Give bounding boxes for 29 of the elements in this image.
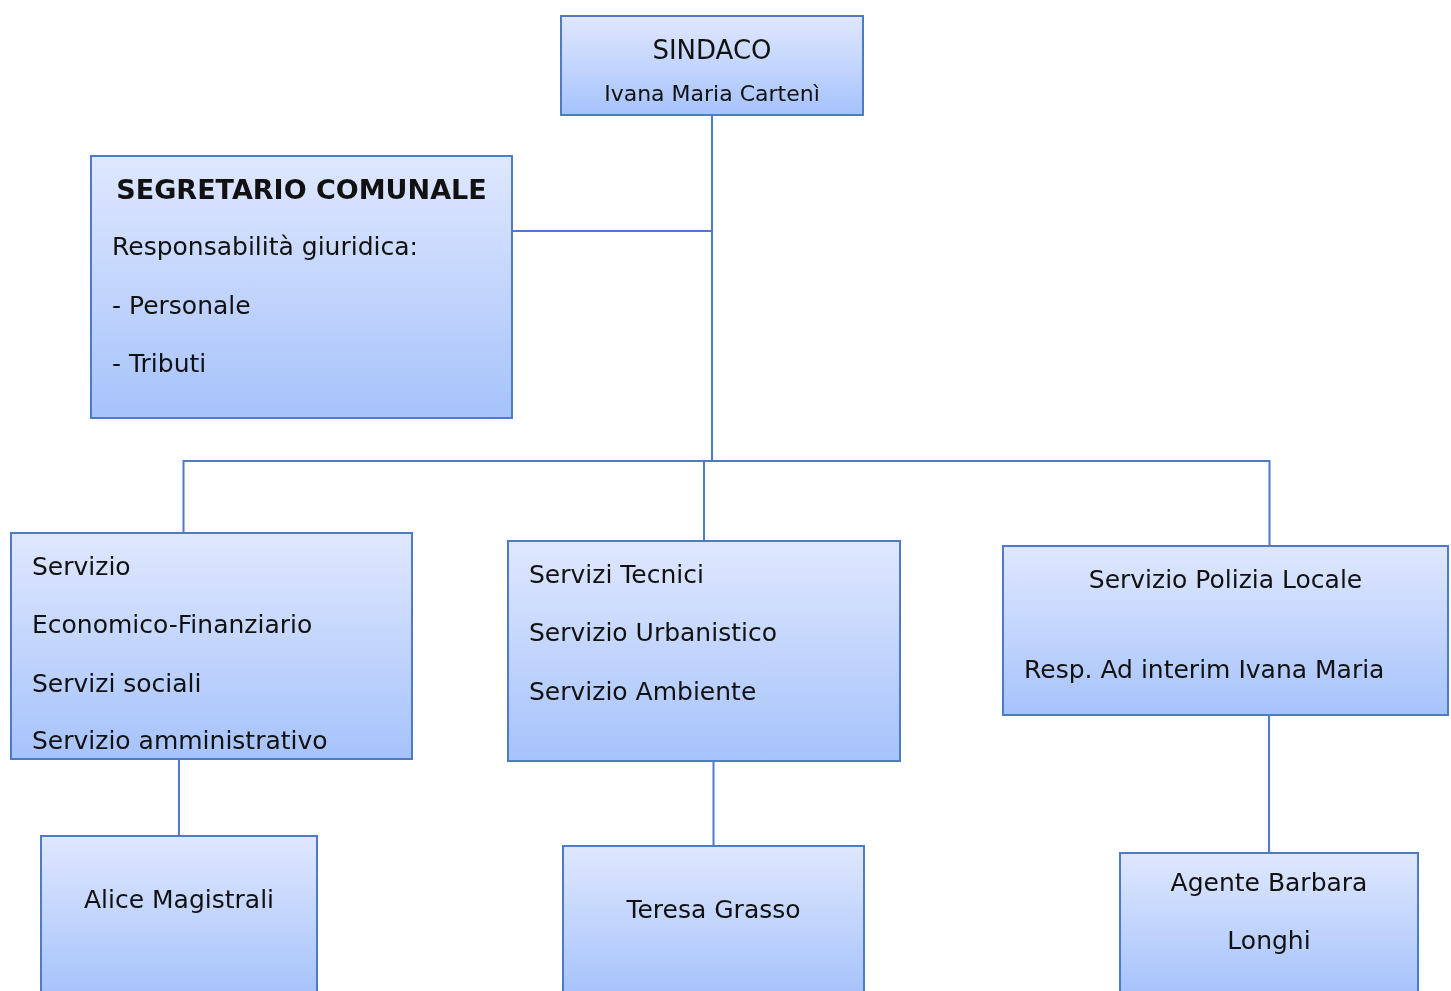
staff-box <box>40 835 318 991</box>
person-name: Alice Magistrali <box>82 885 276 915</box>
connector-line <box>1268 715 1270 853</box>
office-box <box>560 15 864 116</box>
text-line: Servizi sociali <box>32 669 202 699</box>
text-line: - Personale <box>112 291 251 321</box>
office-box <box>90 155 513 419</box>
text-line: Servizi Tecnici <box>529 560 704 590</box>
text-line: Ivana Maria Cartenì <box>603 81 821 108</box>
connector-line <box>712 761 715 846</box>
text-line: Responsabilità giuridica: <box>112 232 418 262</box>
person-name: Agente Barbara Longhi <box>1169 867 1369 957</box>
text-line: Servizio Urbanistico <box>529 618 777 648</box>
text-line: Resp. Ad interim Ivana Maria <box>1024 655 1385 685</box>
text-line: Servizio <box>32 552 131 582</box>
text-line: Economico-Finanziario <box>32 610 313 640</box>
heading: SEGRETARIO COMUNALE <box>115 174 488 207</box>
staff-box <box>562 845 865 991</box>
department-box <box>1002 545 1449 716</box>
department-box <box>507 540 901 762</box>
text-line: Servizio amministrativo <box>32 726 328 756</box>
person-name: Teresa Grasso <box>625 895 802 925</box>
text-line: Servizio Ambiente <box>529 677 757 707</box>
heading: SINDACO <box>651 35 773 67</box>
connector-line <box>178 759 180 836</box>
text-line: - Tributi <box>112 349 207 379</box>
text-line: Servizio Polizia Locale <box>1087 565 1364 595</box>
staff-box <box>1119 852 1419 991</box>
department-box <box>10 532 413 760</box>
